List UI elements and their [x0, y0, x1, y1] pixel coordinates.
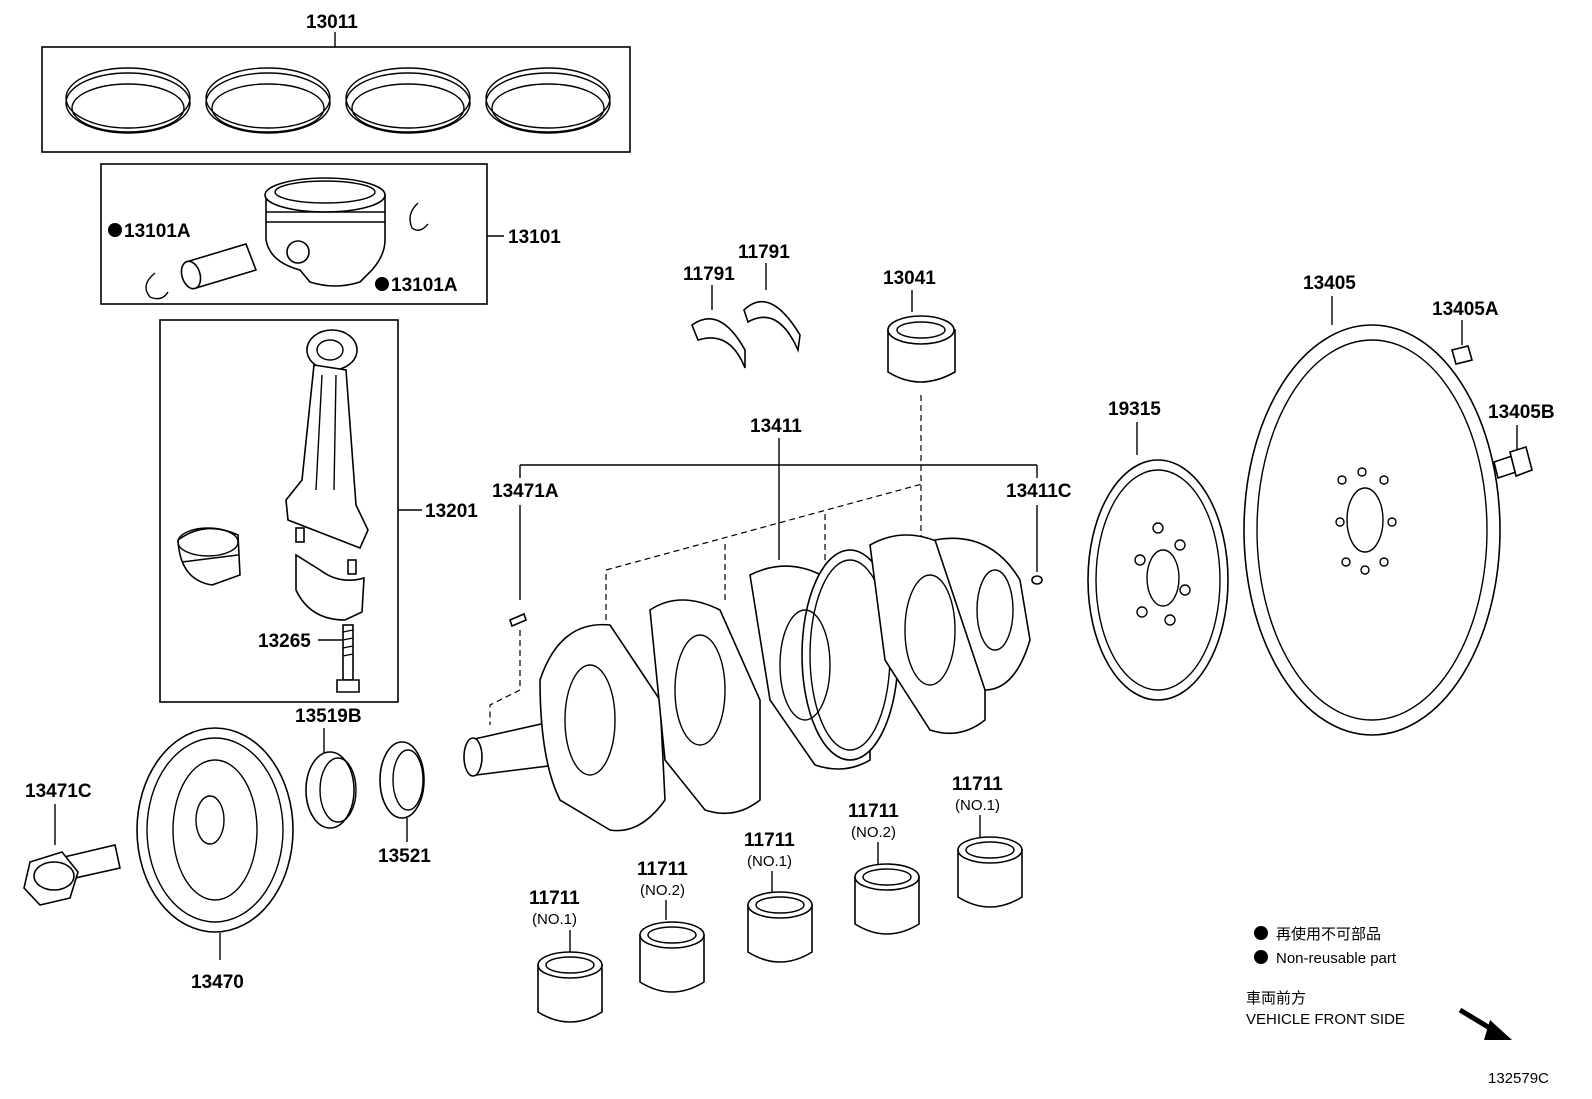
connecting-rod-bolt	[336, 624, 360, 693]
main-bearing-4	[854, 863, 920, 935]
crank-pulley-bolt-group: 13471C	[23, 781, 121, 906]
piston	[264, 177, 386, 287]
label-no1-b: (NO.1)	[747, 853, 792, 870]
main-bearing-1	[537, 951, 603, 1023]
main-bearing-3	[747, 891, 813, 963]
label-11711-3: 11711	[744, 830, 795, 851]
crank-pulley	[136, 727, 294, 933]
label-13405B: 13405B	[1488, 402, 1555, 423]
crankshaft-key	[509, 612, 527, 628]
label-no2-b: (NO.2)	[851, 824, 896, 841]
label-13471C: 13471C	[25, 781, 92, 802]
connecting-rod-bearing	[177, 527, 241, 586]
crankshaft	[463, 534, 1031, 832]
crank-pin-bearing-group: 13041	[883, 268, 956, 540]
thrust-washer-group: 11791 11791	[683, 242, 801, 369]
legend-nonreusable-en: Non-reusable part	[1276, 950, 1397, 967]
drive-plate	[1243, 324, 1501, 736]
signal-plate-group: 19315	[1087, 399, 1229, 701]
piston-ring-set-box	[41, 46, 631, 153]
piston-pin	[180, 243, 258, 290]
connecting-rod-group: 13201 13265	[159, 319, 478, 703]
label-13521: 13521	[378, 846, 431, 867]
piston-ring-4	[485, 67, 611, 134]
snap-ring-left	[145, 272, 169, 300]
crankshaft-pin	[1031, 575, 1043, 585]
thrust-washer-1	[691, 318, 746, 369]
legend: 再使用不可部品 Non-reusable part 車両前方 VEHICLE F…	[1246, 926, 1549, 1087]
legend-front-jp: 車両前方	[1246, 990, 1306, 1007]
label-19315: 19315	[1108, 399, 1161, 420]
thrust-washer-2	[743, 300, 801, 353]
piston-ring-1	[65, 67, 191, 134]
nonreusable-marker-left	[108, 223, 122, 237]
label-11711-1: 11711	[529, 888, 580, 909]
label-13411C: 13411C	[1006, 481, 1072, 502]
label-13041: 13041	[883, 268, 936, 289]
label-11711-2: 11711	[637, 859, 688, 880]
piston-box	[100, 163, 488, 305]
piston-ring-set-group: 13011	[41, 12, 631, 153]
label-13405A: 13405A	[1432, 299, 1499, 320]
connecting-rod	[285, 329, 369, 621]
drive-plate-bolt	[1493, 445, 1533, 480]
label-13011: 13011	[306, 12, 358, 33]
front-direction-arrow-icon	[1458, 1007, 1512, 1040]
label-11711-4: 11711	[848, 801, 899, 822]
label-no1-c: (NO.1)	[955, 797, 1000, 814]
label-11711-5: 11711	[952, 774, 1003, 795]
label-no2-a: (NO.2)	[640, 882, 685, 899]
piston-group: 13101 13101A 13101A	[100, 163, 561, 305]
label-13405: 13405	[1303, 273, 1356, 294]
label-13101: 13101	[508, 227, 561, 248]
crank-sprocket	[305, 751, 357, 829]
label-13265: 13265	[258, 631, 311, 652]
label-13411: 13411	[750, 416, 802, 437]
label-11791-b: 11791	[738, 242, 790, 263]
nonreusable-marker-right	[375, 277, 389, 291]
legend-nonreusable-jp: 再使用不可部品	[1276, 926, 1381, 943]
figure-code: 132579C	[1488, 1070, 1549, 1087]
piston-ring-2	[205, 67, 331, 134]
connecting-rod-box	[159, 319, 399, 703]
crank-pin-bearing	[887, 315, 956, 383]
piston-ring-3	[345, 67, 471, 134]
label-13471A: 13471A	[492, 481, 559, 502]
label-13101A-left: 13101A	[124, 221, 191, 242]
label-13201: 13201	[425, 501, 478, 522]
crank-pulley-bolt	[23, 844, 121, 906]
main-bearing-group: 11711 (NO.1) 11711 (NO.2) 11711 (NO.1) 1…	[529, 774, 1023, 1023]
snap-ring-right	[409, 202, 429, 231]
main-bearing-2	[639, 921, 705, 993]
signal-plate	[1087, 459, 1229, 701]
label-13470: 13470	[191, 972, 244, 993]
label-no1-a: (NO.1)	[532, 911, 577, 928]
legend-front-en: VEHICLE FRONT SIDE	[1246, 1011, 1405, 1028]
legend-marker-en	[1254, 950, 1268, 964]
label-11791-a: 11791	[683, 264, 735, 285]
label-13519B: 13519B	[295, 706, 362, 727]
label-13101A-right: 13101A	[391, 275, 458, 296]
crank-pulley-group: 13470	[136, 727, 294, 993]
legend-marker-jp	[1254, 926, 1268, 940]
sprocket-group: 13519B 13521	[295, 706, 431, 867]
main-bearing-5	[957, 836, 1023, 908]
dowel-pin	[1451, 345, 1473, 365]
crankshaft-group: 13411 13471A 13411C	[463, 416, 1072, 832]
drive-plate-group: 13405 13405A 13405B	[1243, 273, 1555, 736]
oil-pump-drive-gear	[379, 741, 425, 819]
